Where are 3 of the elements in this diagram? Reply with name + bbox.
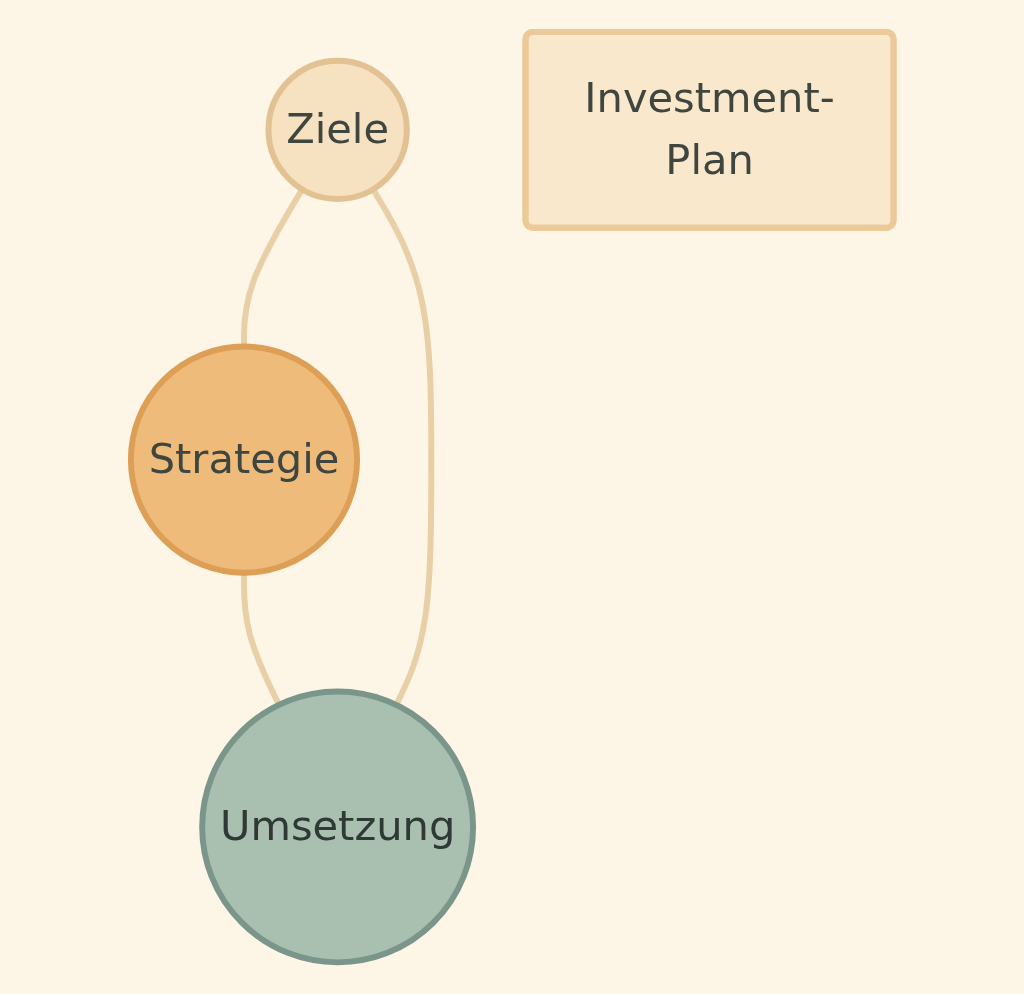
node-circle: Umsetzung xyxy=(198,688,476,966)
node-circle: Strategie xyxy=(127,343,360,576)
node-circle: Ziele xyxy=(265,57,410,202)
